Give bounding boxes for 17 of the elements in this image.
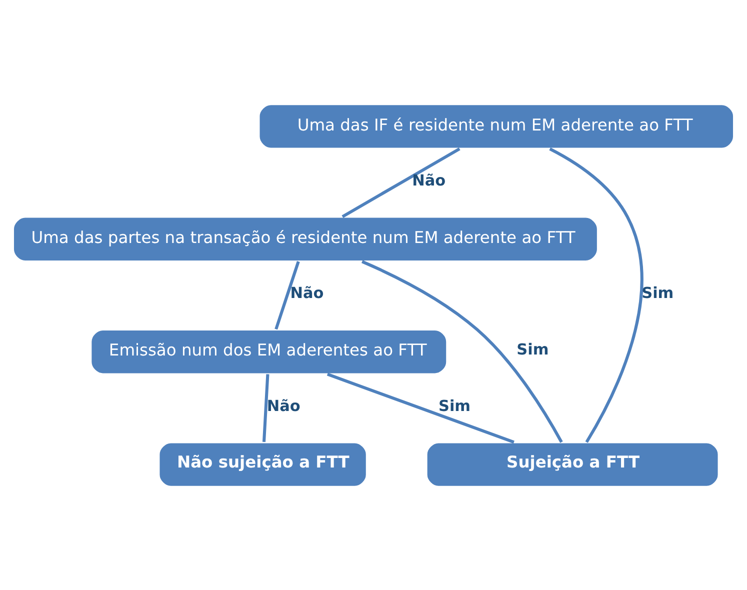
node-box: Uma das partes na transação é residente num EM aderente ao FTT	[12, 215, 599, 262]
node-box: Não sujeição a FTT	[158, 440, 368, 488]
edge-label: Não	[290, 284, 324, 302]
connector	[274, 260, 300, 330]
node-box: Uma das IF é residente num EM aderente ao FTT	[258, 102, 736, 150]
edge-label: Sim	[642, 284, 674, 302]
edge-label: Sim	[438, 396, 471, 414]
edge-label: Não	[266, 396, 300, 414]
connector	[362, 260, 563, 442]
node-box: Sujeição a FTT	[425, 440, 720, 488]
node-box: Emissão num dos EM aderentes ao FTT	[90, 328, 448, 375]
connector	[342, 146, 460, 218]
edge-label: Não	[412, 170, 446, 189]
connector	[549, 147, 644, 442]
connector	[262, 374, 270, 442]
connector	[326, 372, 514, 444]
edge-label: Sim	[516, 340, 549, 358]
